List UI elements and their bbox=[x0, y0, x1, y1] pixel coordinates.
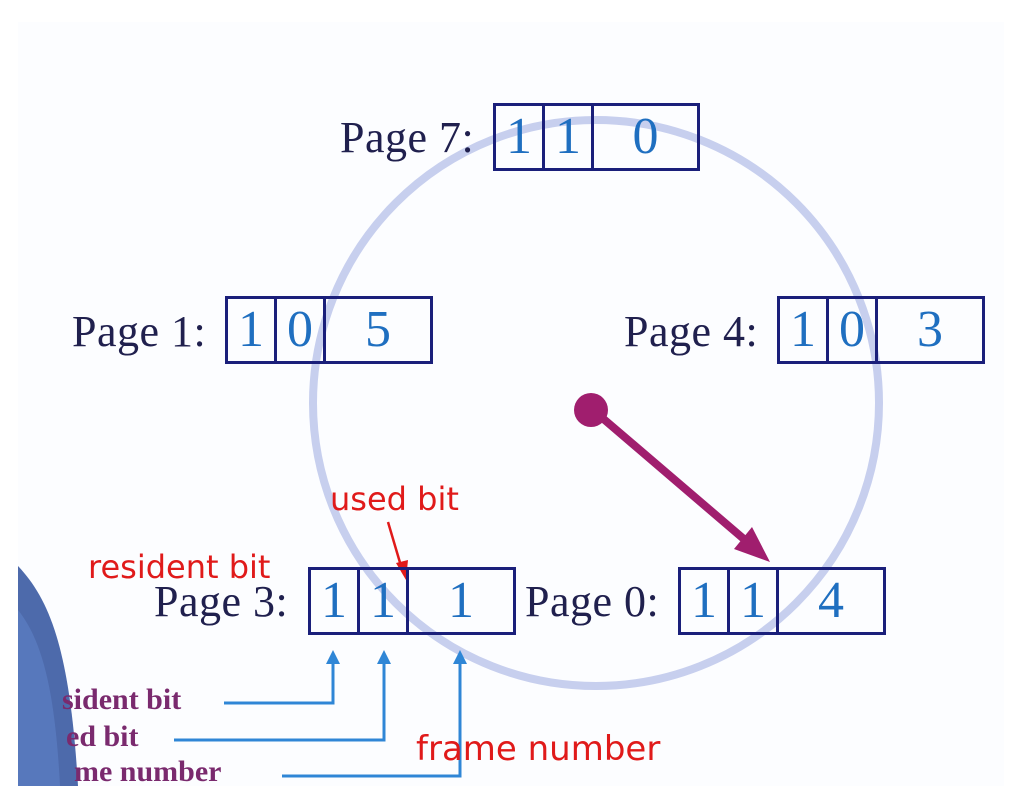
page-0-entry-box: 1 1 4 bbox=[678, 567, 886, 635]
page-3-entry-box: 1 1 1 bbox=[308, 567, 516, 635]
used-bit-pointer-arrow bbox=[386, 521, 408, 580]
clock-hand bbox=[574, 393, 770, 562]
page-4-resident-bit: 1 bbox=[780, 299, 829, 361]
page-0-frame-number: 4 bbox=[818, 572, 844, 629]
legend-resident-bit-label: sident bit bbox=[62, 683, 182, 716]
page-1-resident-bit: 1 bbox=[228, 299, 277, 361]
page-7-entry-box: 1 1 0 bbox=[493, 103, 700, 171]
page-0-label: Page 0: bbox=[525, 577, 660, 626]
page-4-used-bit: 0 bbox=[829, 299, 878, 361]
page-4-entry-box: 1 0 3 bbox=[777, 296, 985, 364]
page-7-used-bit: 1 bbox=[545, 106, 594, 168]
frame-number-annotation: frame number bbox=[416, 729, 661, 769]
page-1-label: Page 1: bbox=[72, 307, 207, 356]
page-3-resident-bit: 1 bbox=[311, 570, 360, 632]
page-3-label: Page 3: bbox=[154, 577, 289, 626]
clock-ring bbox=[309, 116, 883, 690]
legend-frame-number-label: me number bbox=[74, 755, 222, 788]
page-1-used-bit: 0 bbox=[277, 299, 326, 361]
legend-arrows bbox=[174, 660, 462, 778]
page-7-label: Page 7: bbox=[340, 113, 475, 162]
used-bit-annotation: used bit bbox=[330, 480, 459, 518]
page-4-label: Page 4: bbox=[624, 307, 759, 356]
slide-background bbox=[18, 22, 1004, 786]
slide-decoration-highlight bbox=[18, 610, 60, 786]
page-7-frame-number: 0 bbox=[632, 108, 659, 165]
page-0-resident-bit: 1 bbox=[681, 570, 730, 632]
page-4-frame-number: 3 bbox=[917, 301, 943, 358]
page-3-used-bit: 1 bbox=[360, 570, 409, 632]
page-1-entry-box: 1 0 5 bbox=[225, 296, 433, 364]
page-0-used-bit: 1 bbox=[730, 570, 779, 632]
page-7-resident-bit: 1 bbox=[496, 106, 545, 168]
page-1-frame-number: 5 bbox=[365, 301, 391, 358]
resident-bit-annotation: resident bit bbox=[88, 548, 271, 586]
page-3-frame-number: 1 bbox=[448, 572, 474, 629]
legend-used-bit-label: ed bit bbox=[66, 720, 139, 753]
